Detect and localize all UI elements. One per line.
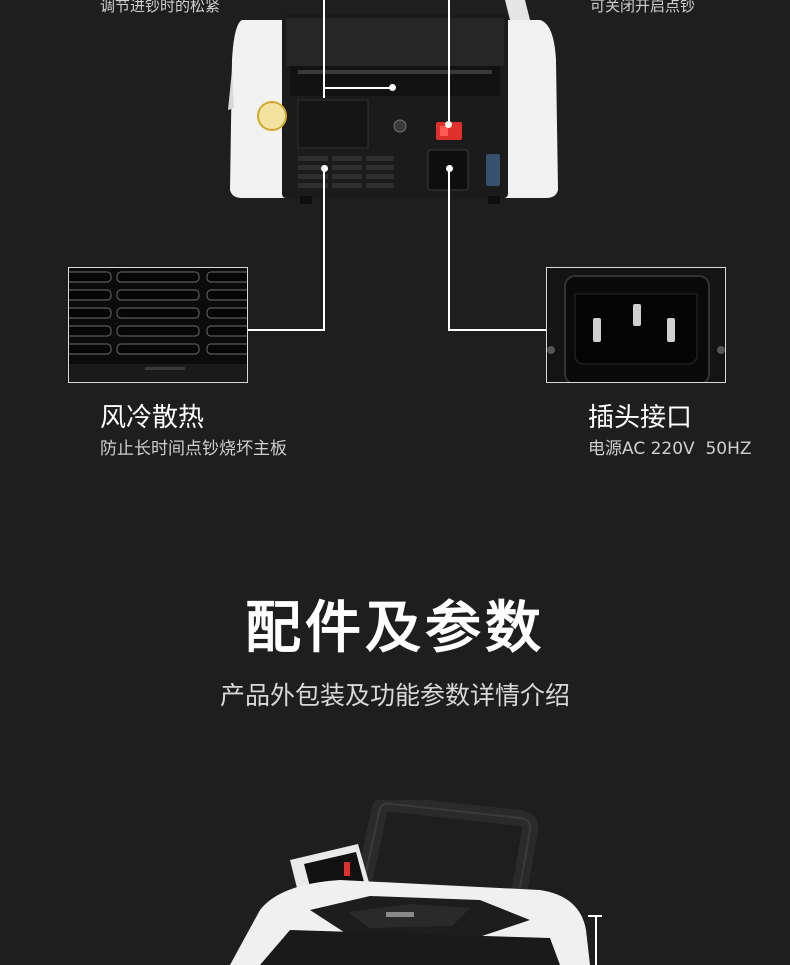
- switch-callout-dot: [445, 121, 452, 128]
- feature-title-socket: 插头接口: [588, 403, 693, 433]
- switch-caption: 可关闭开启点钞: [590, 0, 696, 15]
- feature-subtitle-cooling: 防止长时间点钞烧坏主板: [100, 439, 287, 459]
- vent-closeup-image: [68, 267, 248, 383]
- socket-callout-line: [448, 168, 450, 331]
- switch-callout-line: [448, 0, 450, 124]
- tension-caption: 调节进钞时的松紧: [100, 0, 221, 15]
- accessories-heading: 配件及参数: [245, 596, 545, 661]
- tension-callout-line-h: [323, 87, 393, 89]
- machine-rear-image: [228, 0, 558, 204]
- front-callout-cap: [588, 915, 602, 917]
- front-callout-line: [595, 916, 597, 965]
- feature-title-cooling: 风冷散热: [100, 403, 205, 433]
- socket-callout-line-h: [448, 329, 546, 331]
- tension-callout-dot: [389, 84, 396, 91]
- feature-subtitle-socket: 电源AC 220V 50HZ: [588, 439, 752, 459]
- vent-callout-line-h: [247, 329, 325, 331]
- vent-callout-line: [323, 168, 325, 331]
- tension-callout-line: [323, 0, 325, 98]
- socket-closeup-image: [546, 267, 726, 383]
- accessories-subheading: 产品外包装及功能参数详情介绍: [219, 681, 570, 710]
- machine-front-image: [230, 800, 590, 965]
